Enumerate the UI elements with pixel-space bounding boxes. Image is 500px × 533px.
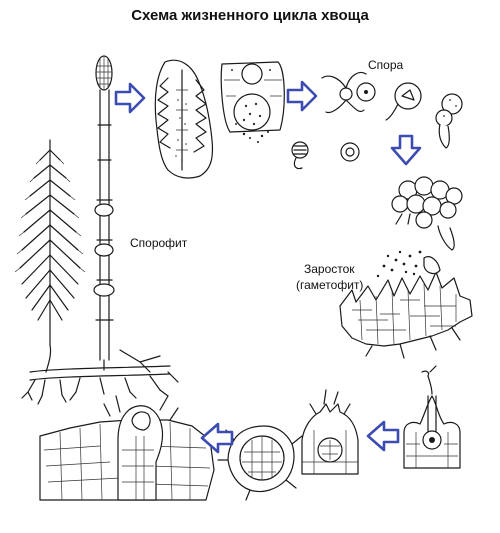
arrow-right-1 [114, 82, 146, 114]
arrow-left-2 [200, 422, 234, 454]
released-spores [242, 131, 269, 143]
sperm-cells [376, 250, 422, 278]
fertile-shoot [93, 55, 115, 361]
arrow-right-2 [286, 80, 318, 112]
germinating-spores [385, 82, 463, 149]
early-embryo-section [301, 389, 359, 475]
spores-with-elaters [291, 71, 376, 170]
arrow-down [390, 134, 422, 166]
arrows [114, 80, 422, 454]
archegonium-with-sperm [403, 365, 461, 469]
sporangium-section [220, 61, 285, 143]
diagram-title: Схема жизненного цикла хвоща [131, 7, 369, 24]
gametophyte-prothallus [339, 250, 473, 359]
strobilus-section [154, 59, 214, 179]
sporophyte-label: Спорофит [130, 236, 188, 250]
young-prothallus [391, 176, 463, 251]
gametophyte-label-line2: (гаметофит) [296, 278, 364, 292]
young-sporophyte-in-gametophyte [39, 395, 215, 501]
vegetative-shoot [14, 139, 86, 346]
arrow-left-1 [366, 420, 400, 452]
zygote [217, 425, 303, 501]
sporophyte-plant [14, 55, 179, 405]
rhizome [21, 344, 179, 405]
spore-label: Спора [368, 58, 404, 72]
gametophyte-label-line1: Заросток [304, 262, 355, 276]
